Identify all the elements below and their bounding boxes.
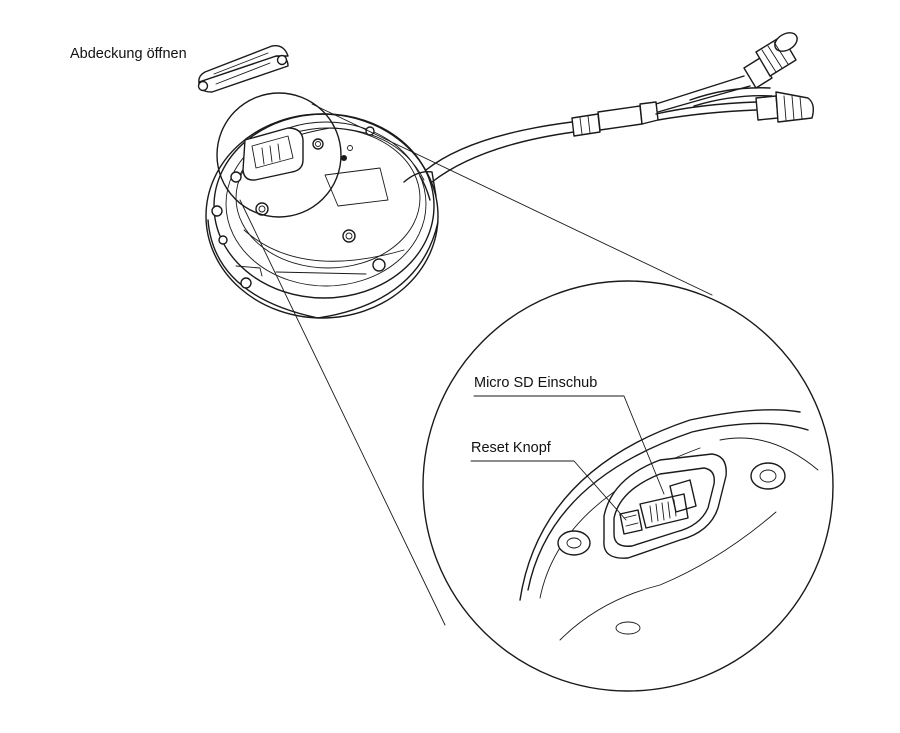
screw-icon: [342, 229, 356, 243]
screw-icon: [557, 530, 591, 556]
label-reset-text: Reset Knopf: [471, 440, 552, 456]
label-microsd: Micro SD Einschub: [473, 375, 665, 495]
cables: [425, 75, 773, 183]
micro-sd-slot: [639, 479, 697, 529]
label-cover: Abdeckung öffnen: [70, 46, 187, 62]
screw-icon: [750, 462, 786, 490]
screw-icon: [255, 202, 269, 216]
zoom-detail-circle: [422, 280, 834, 692]
label-reset: Reset Knopf: [470, 440, 627, 521]
leader-line-reset: [470, 460, 627, 521]
network-connector-icon: [743, 32, 798, 89]
removed-cover: [197, 45, 289, 93]
leader-line-microsd: [473, 395, 665, 495]
reset-button-icon: [619, 509, 643, 535]
power-connector-icon: [755, 91, 815, 123]
label-cover-text: Abdeckung öffnen: [70, 46, 187, 62]
zoom-guide-lines: [239, 103, 713, 626]
zoom-source-circle: [216, 92, 342, 218]
label-microsd-text: Micro SD Einschub: [474, 375, 597, 391]
